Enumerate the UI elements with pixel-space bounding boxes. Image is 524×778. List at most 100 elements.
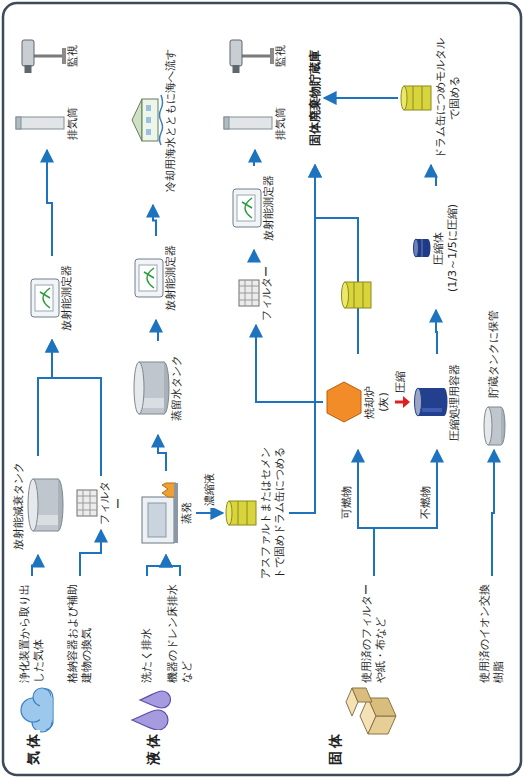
drum-icon (400, 83, 434, 113)
node-text: フィルター (260, 263, 274, 323)
flow-label: 圧縮 (394, 370, 408, 394)
category-label: 気体 (26, 730, 40, 766)
flow-arrow (147, 555, 166, 576)
exhaust-stack: 排気筒 (14, 98, 80, 148)
flow-arrow (166, 555, 180, 576)
category-label: 固体 (328, 730, 342, 766)
monitor-camera: 監視 (16, 24, 80, 88)
exhaust-stack: 排気筒 (222, 98, 288, 148)
source-text: 使用済のイオン交換樹脂 (478, 578, 506, 683)
liquid-drops-icon (132, 691, 171, 730)
node-text: 圧縮体 (432, 188, 446, 308)
hex-icon (325, 380, 363, 424)
mortar-drum: ドラム缶につめモルタルで固める (400, 33, 462, 163)
meter-icon (30, 278, 60, 318)
compaction-container: 圧縮処理用容器 (412, 356, 462, 448)
flow-arrow (315, 165, 358, 354)
compress-arrow (395, 396, 410, 408)
node-text: アスファルトまたはセメントで固めドラム缶につめる (259, 443, 287, 583)
compacted-block: 圧縮体(1/3～1/5に圧縮) (412, 188, 460, 308)
camera-icon (16, 36, 66, 76)
node-text: フィルター (98, 478, 126, 528)
evap-icon (138, 481, 180, 545)
drum-icon (225, 498, 259, 528)
filter-icon (76, 489, 98, 517)
decay-tank: 放射能減衰タンク (12, 458, 64, 553)
evaporator: 蒸発 (138, 473, 194, 553)
camera-icon (224, 36, 274, 76)
node-text: 放射能測定器 (262, 168, 276, 248)
node-text: 洗たく排水 (140, 578, 154, 683)
radiation-monitor: 放射能測定器 (232, 168, 276, 248)
source-text: 機器のドレン床排水など (166, 578, 194, 683)
edge-label: 濃縮液 (203, 471, 217, 508)
flow-arrow (80, 530, 101, 576)
node-text: 焼却炉 (363, 356, 377, 448)
gas-cloud-icon (21, 688, 53, 732)
filter-unit: フィルター (238, 263, 274, 323)
container-icon (412, 384, 448, 420)
flow-arrow (492, 450, 494, 576)
incinerator: 焼却炉(灰) (325, 356, 391, 448)
radiation-monitor: 放射能測定器 (30, 258, 74, 338)
node-text: 浄化装置から取り出した気体 (18, 578, 46, 683)
stank-icon (482, 404, 506, 448)
node-text: 放射能測定器 (164, 238, 178, 318)
flow-arrow (47, 150, 52, 256)
building-icon (128, 94, 164, 148)
flow-arrow (358, 450, 374, 576)
outer-frame (3, 3, 521, 775)
source-text: 使用済のフィルターや紙・布など (360, 578, 388, 683)
distillate-tank: 蒸留水タンク (132, 343, 184, 433)
radiation-monitor: 放射能測定器 (134, 238, 178, 318)
node-text: 排気筒 (66, 98, 80, 148)
solid-boxes-icon (346, 688, 396, 734)
flow-arrow (158, 435, 166, 471)
drum-fill: アスファルトまたはセメントで固めドラム缶につめる (225, 443, 287, 583)
flow-arrow (156, 320, 158, 341)
stack-icon (14, 113, 66, 133)
node-text: 蒸発 (180, 473, 194, 553)
flow-arrow (436, 310, 437, 354)
tank-icon (26, 476, 64, 536)
flow-arrow (256, 325, 323, 402)
flow-label: 不燃物 (419, 485, 433, 520)
node-text: 機器のドレン床排水など (166, 578, 194, 683)
storage-tank: 貯蔵タンクに保管 (482, 288, 506, 448)
node-text: 固体廃棄物貯蔵庫 (308, 33, 322, 163)
flow-arrow (32, 555, 38, 576)
node-text: 監視 (274, 24, 288, 88)
flow-arrow (289, 165, 315, 513)
discharge-building: 冷却用海水とともに海へ流す (128, 38, 178, 203)
flow-arrow (196, 512, 223, 514)
ash-drum-icon (342, 282, 372, 308)
node-text: 放射能測定器 (60, 258, 74, 338)
meter-icon (134, 258, 164, 298)
node-text: 排気筒 (274, 98, 288, 148)
tank-icon (132, 358, 170, 418)
meter-icon (232, 188, 262, 228)
flow-label: 可燃物 (340, 485, 354, 520)
filter-icon (238, 279, 260, 307)
source-text: 洗たく排水 (140, 578, 154, 683)
compact-icon (412, 236, 432, 260)
node-text: (灰) (377, 356, 391, 448)
node-text: 使用済のフィルターや紙・布など (360, 578, 388, 683)
node-text: 圧縮処理用容器 (448, 356, 462, 448)
node-text: 放射能減衰タンク (12, 458, 26, 553)
filter-unit: フィルター (76, 478, 126, 528)
storage-building: 固体廃棄物貯蔵庫 (308, 33, 322, 163)
node-text: 貯蔵タンクに保管 (487, 310, 501, 398)
stack-icon (222, 113, 274, 133)
flow-arrow (431, 165, 436, 186)
node-text: 監視 (66, 24, 80, 88)
flow-arrow (254, 150, 255, 166)
flow-arrow (254, 250, 256, 261)
monitor-camera: 監視 (224, 24, 288, 88)
node-text: ドラム缶につめモルタルで固める (434, 33, 462, 163)
flow-arrow (324, 97, 398, 99)
node-text: 格納容器および補助建物の換気 (66, 578, 94, 683)
flow-arrow (52, 340, 101, 476)
flow-arrow (38, 340, 52, 456)
